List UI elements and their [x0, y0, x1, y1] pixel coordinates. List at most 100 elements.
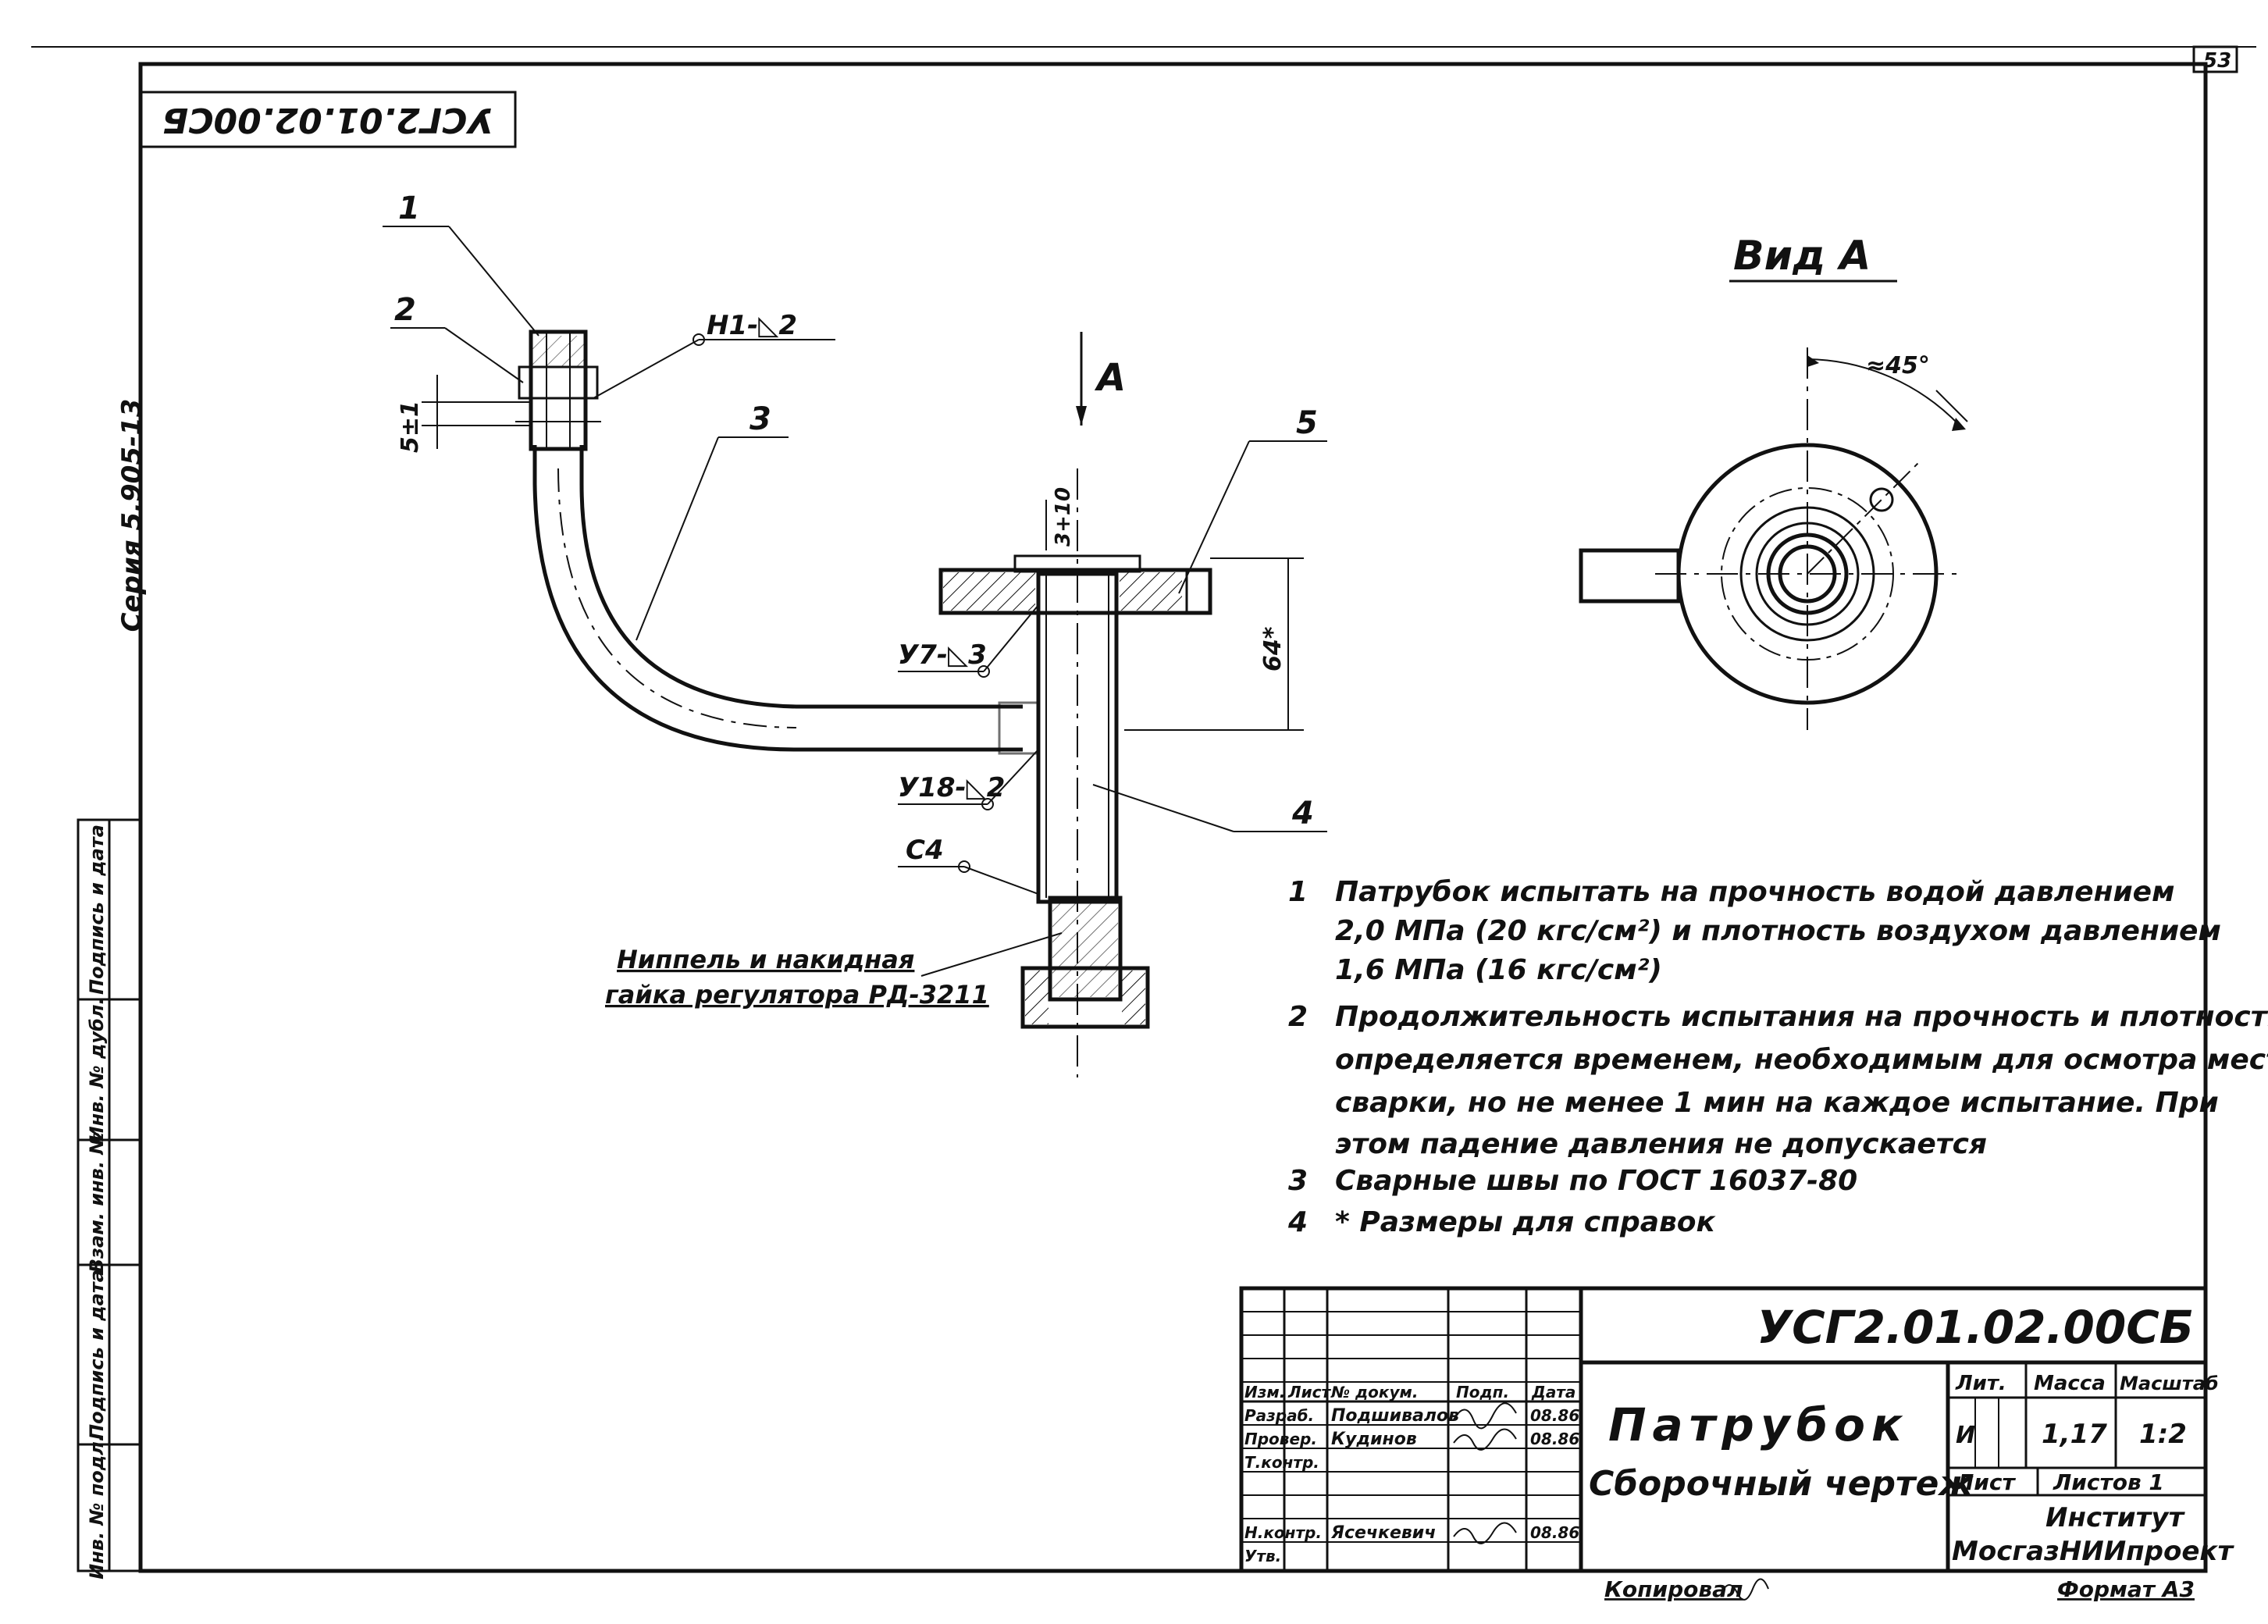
note-text: Сварные швы по ГОСТ 16037-80 [1335, 1165, 1858, 1197]
scale-value: 1:2 [2139, 1419, 2187, 1450]
note-text: 1,6 МПа (16 кгс/см²) [1335, 954, 1662, 986]
note-1-line-2: 2,0 МПа (20 кгс/см²) и плотность воздухо… [1288, 915, 2221, 947]
svg-text:5: 5 [1296, 405, 1318, 441]
format-label: Формат А3 [2057, 1576, 2195, 1602]
nipple-label: Ниппель и накидная гайка регулятора РД-3… [605, 932, 1063, 1010]
series-label: Серия 5.905-13 [116, 399, 148, 632]
copied-by: Копировал [1604, 1576, 1743, 1602]
role-nkontr: Н.контр. [1244, 1523, 1322, 1542]
note-number: 1 [1288, 876, 1308, 908]
svg-text:Н1-◺2: Н1-◺2 [707, 310, 797, 341]
note-number: 3 [1288, 1165, 1308, 1197]
role-prover: Провер. [1244, 1430, 1317, 1448]
note-text: 2,0 МПа (20 кгс/см²) и плотность воздухо… [1335, 915, 2221, 947]
note-2-line-2: определяется временем, необходимым для о… [1288, 1044, 2268, 1076]
note-1-line-3: 1,6 МПа (16 кгс/см²) [1288, 954, 1662, 986]
weld-mark-y7: У7-◺3 [898, 604, 1039, 678]
svg-text:4: 4 [1291, 796, 1314, 832]
role-razrab: Разраб. [1244, 1406, 1314, 1425]
signature-nkontr [1453, 1522, 1517, 1544]
hdr-list: Лист [1287, 1383, 1331, 1401]
title-subtitle: Сборочный чертеж [1589, 1464, 1974, 1504]
nipple-nut [1020, 896, 1150, 1029]
lit-header: Лит. [1955, 1372, 2006, 1395]
note-text: * Размеры для справок [1335, 1206, 1715, 1238]
note-number: 2 [1288, 1001, 1308, 1033]
view-a-angle: ≈45° [1866, 352, 1930, 379]
view-a-title: Вид А [1733, 233, 1871, 280]
note-4: 4 * Размеры для справок [1288, 1206, 1715, 1238]
mass-header: Масса [2034, 1372, 2106, 1395]
note-1: 1 Патрубок испытать на прочность водой да… [1288, 876, 2175, 908]
note-text: этом падение давления не допускается [1335, 1128, 1988, 1160]
org-line-1: Институт [2045, 1502, 2185, 1533]
flange [938, 554, 1212, 615]
lit-value: И [1956, 1422, 1975, 1449]
sheet-label: Лист [1955, 1469, 2016, 1495]
top-fitting [515, 329, 601, 451]
side-stamp-1: Подпись и дата [86, 824, 108, 995]
svg-text:У7-◺3: У7-◺3 [898, 639, 987, 671]
hdr-izm: Изм. [1244, 1383, 1285, 1401]
hdr-sign: Подп. [1456, 1383, 1509, 1401]
mirrored-code: УСГ2.01.02.00СБ [162, 100, 494, 140]
name-prover: Кудинов [1331, 1430, 1417, 1449]
svg-text:С4: С4 [906, 835, 944, 866]
note-number: 4 [1288, 1206, 1308, 1238]
svg-text:Ниппель и накидная: Ниппель и накидная [617, 945, 914, 974]
copied-by-signature [1721, 1578, 1769, 1601]
note-text: Продолжительность испытания на прочность… [1335, 1001, 2268, 1033]
callout-3: 3 [636, 401, 789, 641]
date-prover: 08.86 [1530, 1430, 1579, 1448]
svg-text:2: 2 [394, 292, 416, 328]
sheet-number: 53 [2203, 49, 2231, 73]
svg-text:гайка регулятора РД-3211: гайка регулятора РД-3211 [605, 980, 989, 1010]
signature-razrab [1453, 1402, 1517, 1430]
name-razrab: Подшивалов [1331, 1406, 1459, 1426]
title-block [1239, 1286, 2208, 1573]
date-nkontr: 08.86 [1530, 1523, 1579, 1542]
sheet-number-box [2192, 45, 2238, 73]
name-nkontr: Ясечкевич [1330, 1523, 1436, 1543]
drawing-frame [138, 62, 2208, 1573]
dim-64: 64* [1259, 626, 1287, 671]
dim-3p10: 3+10 [1052, 487, 1075, 547]
bent-pipe [532, 445, 1023, 752]
note-2-line-3: сварки, но не менее 1 мин на каждое испы… [1288, 1087, 2219, 1119]
title-name: Патрубок [1608, 1398, 1908, 1451]
view-a-drawing [1579, 347, 1968, 730]
mass-value: 1,17 [2042, 1419, 2107, 1450]
svg-text:У18-◺2: У18-◺2 [898, 772, 1005, 803]
view-arrow-label: А [1094, 356, 1126, 400]
weld-mark-c4: С4 [898, 835, 1039, 895]
date-razrab: 08.86 [1530, 1406, 1579, 1425]
weld-mark-h1: Н1-◺2 [593, 310, 835, 399]
callout-2: 2 [390, 292, 524, 383]
note-text: определяется временем, необходимым для о… [1335, 1044, 2268, 1076]
svg-text:3: 3 [749, 401, 771, 437]
title-code: УСГ2.01.02.00СБ [1757, 1301, 2194, 1354]
mirrored-code-box [139, 91, 517, 148]
note-text: сварки, но не менее 1 мин на каждое испы… [1335, 1087, 2219, 1119]
note-2: 2 Продолжительность испытания на прочност… [1288, 1001, 2268, 1033]
side-stamp-3: Взам. инв. № [86, 1132, 108, 1273]
dim-5pm1: 5±1 [397, 401, 424, 453]
side-stamp-5: Инв. № подл. [86, 1434, 108, 1579]
sheets-label: Листов 1 [2053, 1469, 2164, 1495]
side-stamp-2: Инв. № дубл. [86, 997, 108, 1141]
side-stamp-4: Подпись и дата [86, 1270, 108, 1440]
callout-5: 5 [1178, 405, 1327, 594]
role-tkontr: Т.контр. [1244, 1453, 1319, 1472]
scale-header: Масштаб [2120, 1373, 2219, 1394]
org-line-2: МосгазНИИпроект [1952, 1536, 2234, 1567]
note-3: 3 Сварные швы по ГОСТ 16037-80 [1288, 1165, 1857, 1197]
role-utv: Утв. [1244, 1547, 1281, 1565]
note-text: Патрубок испытать на прочность водой дав… [1335, 876, 2175, 908]
hdr-date: Дата [1531, 1383, 1575, 1401]
callout-4: 4 [1092, 784, 1327, 832]
weld-mark-y18: У18-◺2 [898, 749, 1039, 810]
note-2-line-4: этом падение давления не допускается [1288, 1128, 1987, 1160]
hdr-doc: № докум. [1330, 1383, 1418, 1401]
callout-1: 1 [383, 191, 539, 337]
